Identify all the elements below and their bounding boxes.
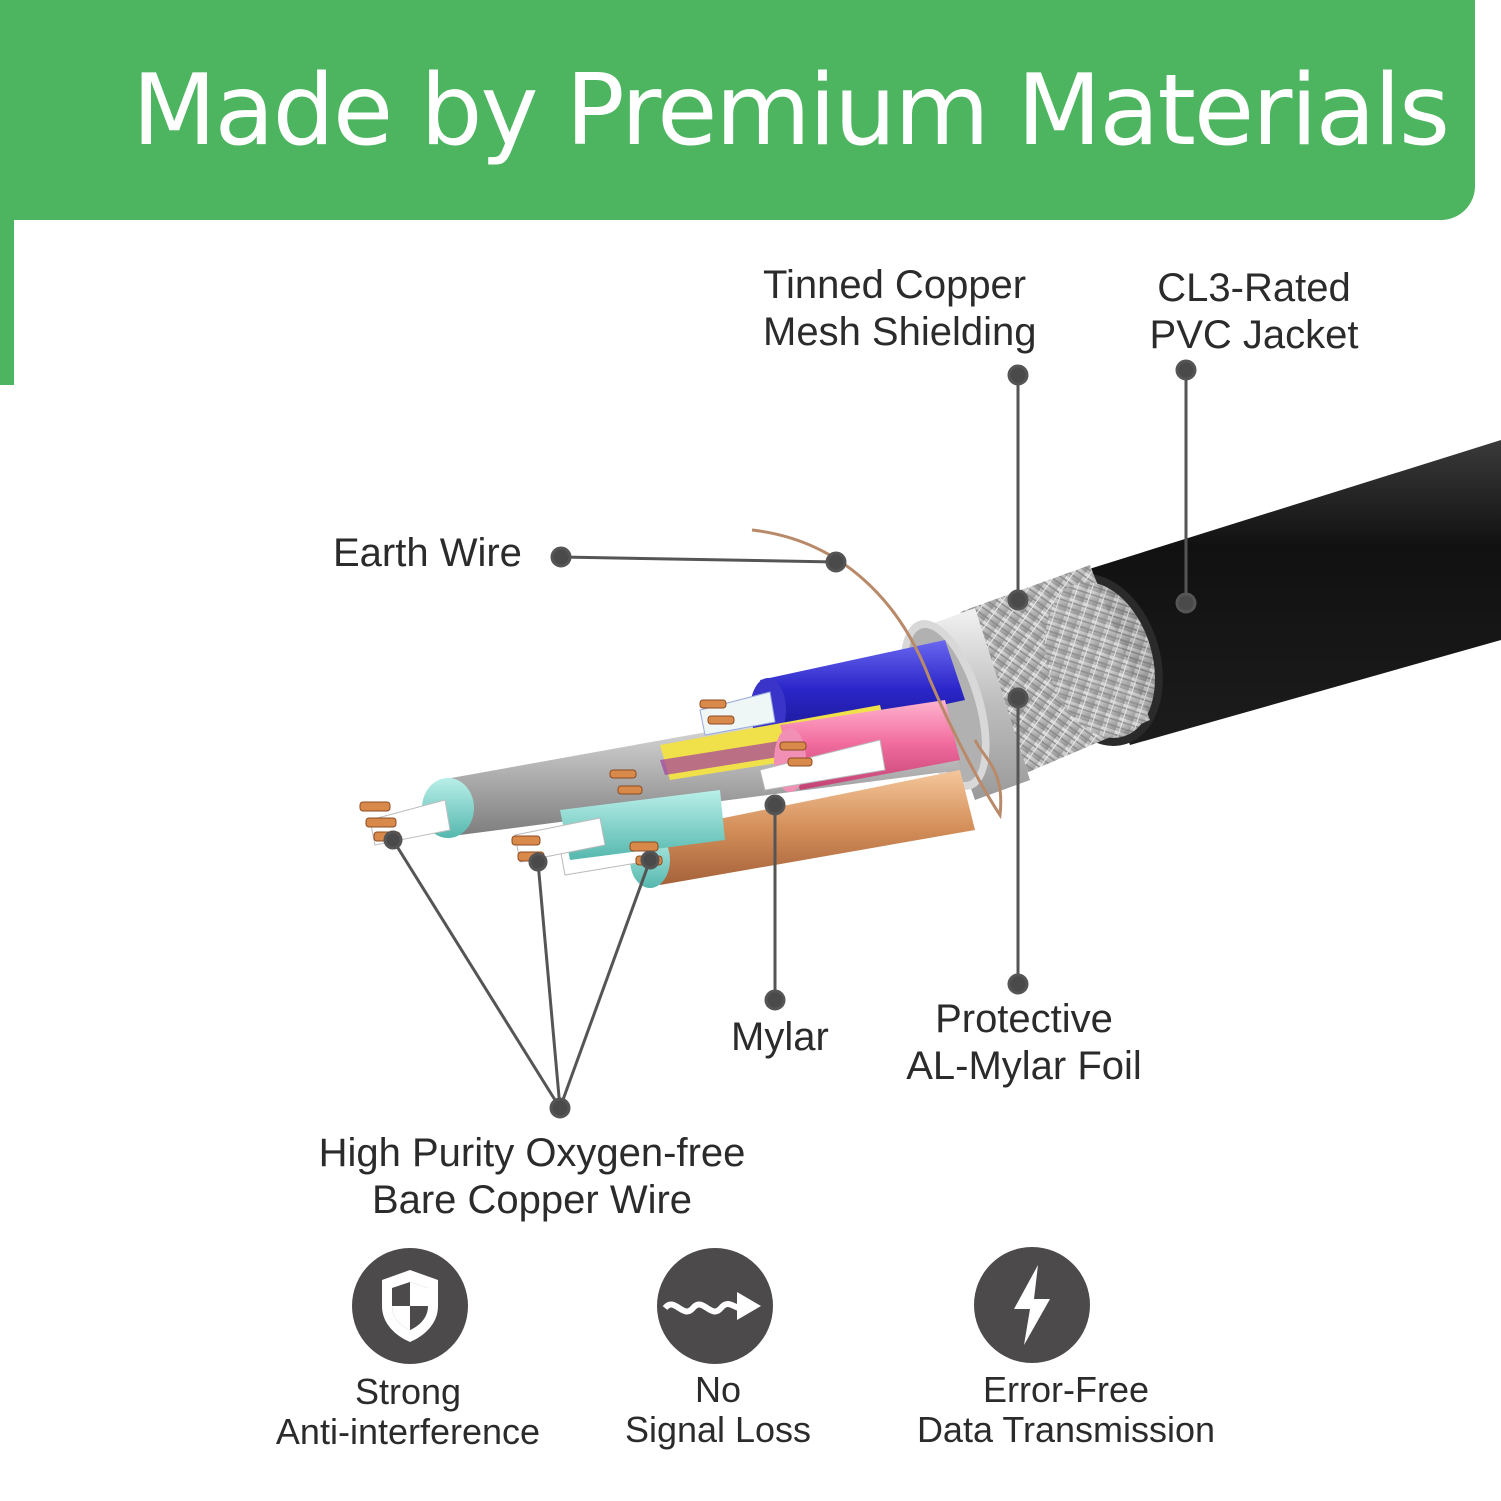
label-protective-foil: Protective AL-Mylar Foil [906,997,1142,1088]
feature-error-free: Error-Free Data Transmission [916,1369,1216,1450]
feature-no-signal-loss: No Signal Loss [624,1369,812,1450]
shield-icon [352,1248,468,1364]
label-copper-wire: High Purity Oxygen-free Bare Copper Wire [318,1131,746,1222]
label-earth-wire: Earth Wire [333,531,522,575]
wave-arrow-icon [657,1248,773,1364]
feature-anti-interference: Strong Anti-interference [275,1371,541,1452]
label-cl3-jacket: CL3-Rated PVC Jacket [1149,266,1359,357]
banner-accent-strip [0,200,14,385]
header-banner [0,0,1475,220]
leader-lines [383,359,1197,1119]
lightning-icon [974,1247,1090,1363]
label-mylar: Mylar [731,1015,829,1059]
twisted-pair-teal [514,790,725,863]
label-tinned-copper: Tinned Copper Mesh Shielding [763,263,1037,354]
page-title: Made by Premium Materials [132,54,1450,168]
